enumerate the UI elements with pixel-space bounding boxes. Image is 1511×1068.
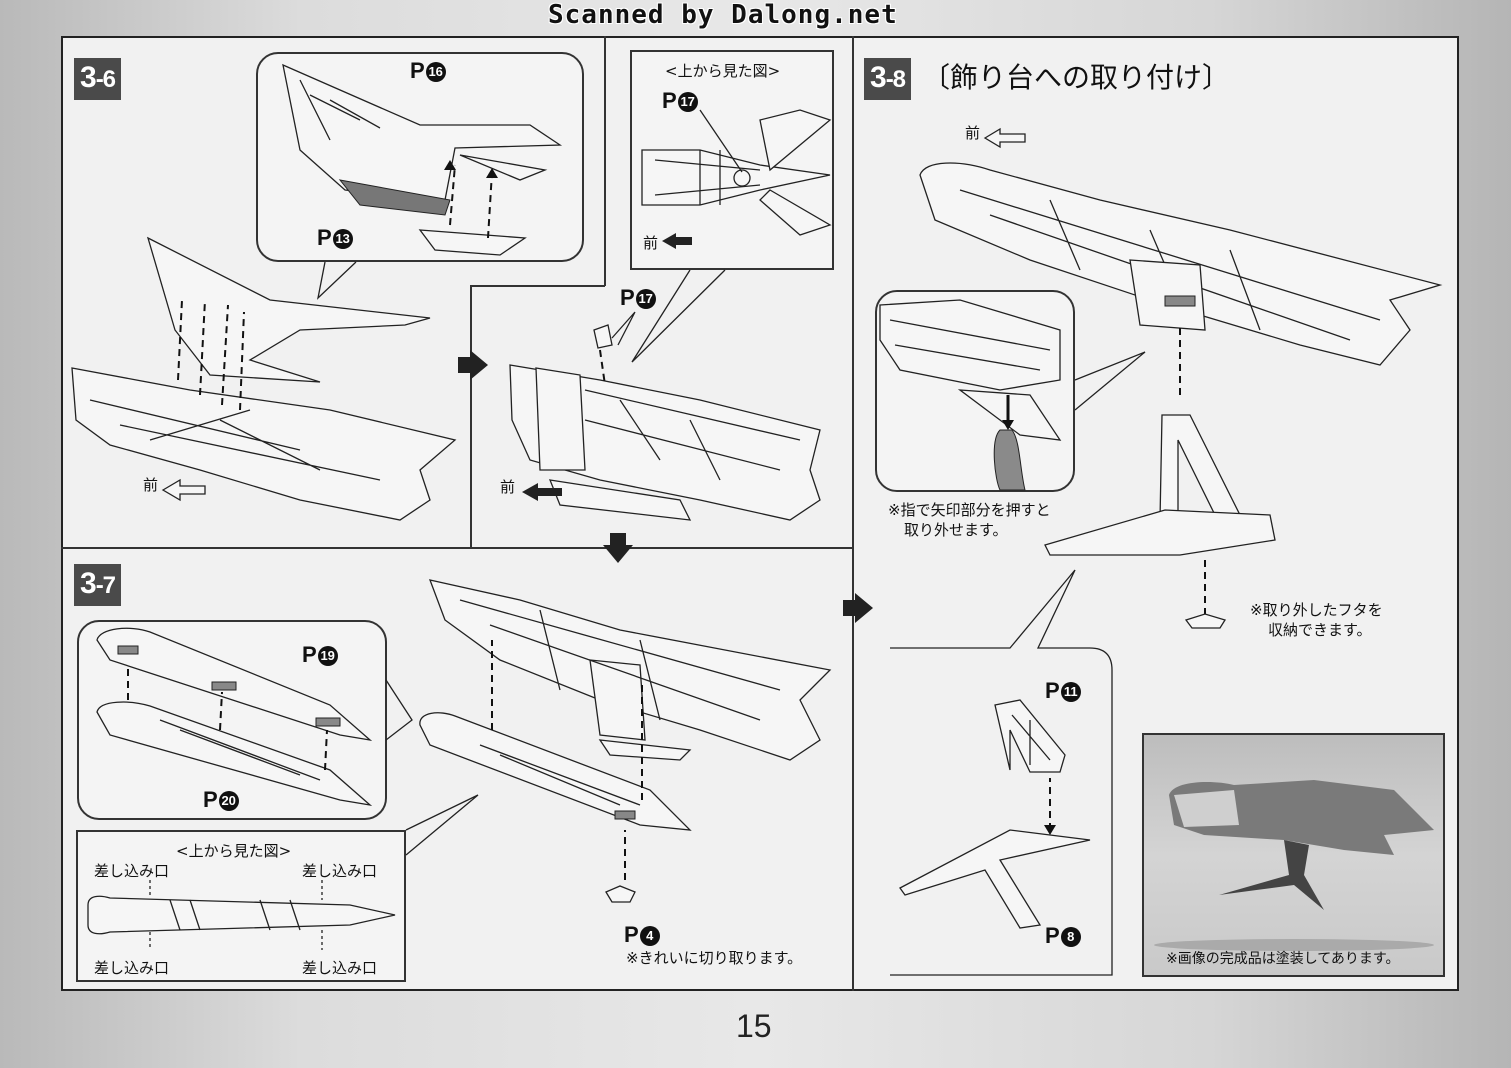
- front-arrow-3-6b: [522, 483, 562, 501]
- step-3-8-ship-drawing: [919, 162, 1443, 629]
- front-arrow-3-6-topview: [662, 233, 692, 249]
- step-badge-number: 3: [80, 567, 97, 600]
- divider-vertical-main: [852, 36, 854, 991]
- model-photo-silhouette: [1154, 780, 1434, 951]
- next-step-arrow-3: [843, 593, 873, 623]
- remove-note: ※指で矢印部分を押すと 取り外せます。: [888, 500, 1051, 540]
- step-3-8-badge: 3-8: [864, 58, 912, 100]
- divider-step36-inner: [470, 285, 472, 548]
- photo-caption: ※画像の完成品は塗装してあります。: [1166, 951, 1400, 967]
- bubble-tail-topview: [631, 269, 726, 363]
- stand-parts-bubble: [890, 569, 1113, 976]
- part-prefix: P: [1045, 678, 1060, 703]
- part-number-badge: 11: [1060, 682, 1081, 703]
- part-number-badge: 19: [317, 646, 338, 667]
- part-number-badge: 8: [1060, 927, 1081, 948]
- part-prefix: P: [624, 922, 639, 947]
- step-badge-sub: -8: [885, 66, 906, 93]
- divider-step36-inner-v2: [604, 36, 606, 286]
- slot-label-top-left: 差し込み口: [94, 862, 170, 880]
- part-number-badge: 13: [332, 229, 353, 250]
- step-3-8-title: 〔飾り台への取り付け〕: [922, 61, 1231, 94]
- step-3-7-badge: 3-7: [74, 564, 122, 606]
- front-label-3-6a: 前: [143, 476, 159, 494]
- part-prefix: P: [620, 285, 635, 310]
- part-number-badge: 16: [425, 62, 446, 83]
- front-label-3-8: 前: [965, 124, 981, 142]
- store-note-line1: ※取り外したフタを: [1250, 601, 1383, 619]
- front-label-3-6-topview: 前: [643, 234, 659, 252]
- page-number: 15: [736, 1008, 772, 1044]
- store-note: ※取り外したフタを 収納できます。: [1250, 600, 1383, 640]
- slot-label-bottom-right: 差し込み口: [302, 959, 378, 977]
- front-label-3-6b: 前: [500, 478, 516, 496]
- next-step-arrow-2: [603, 533, 633, 563]
- part-number-badge: 4: [639, 926, 660, 947]
- bubble-tail-3-7: [385, 679, 413, 741]
- top-view-label-3-7: <上から見た図>: [176, 842, 292, 860]
- step-badge-sub: -6: [95, 66, 116, 93]
- divider-step36-inner-h: [470, 285, 605, 287]
- remove-note-line1: ※指で矢印部分を押すと: [888, 501, 1051, 519]
- part-prefix: P: [317, 225, 332, 250]
- step-3-6-ship-drawing: [71, 236, 457, 521]
- step-badge-sub: -7: [95, 572, 116, 599]
- step-badge-number: 3: [80, 61, 97, 94]
- remove-note-line2: 取り外せます。: [904, 521, 1008, 539]
- part-prefix: P: [203, 787, 218, 812]
- top-view-ship-3-6: [641, 109, 832, 236]
- part-prefix: P: [662, 88, 677, 113]
- part-number-badge: 17: [635, 289, 656, 310]
- detail-drawing-3-8: [879, 299, 1062, 491]
- part-prefix: P: [410, 58, 425, 83]
- slot-label-top-right: 差し込み口: [302, 862, 378, 880]
- part-prefix: P: [302, 642, 317, 667]
- front-arrow-3-6a: [161, 478, 206, 502]
- completed-model-photo: ※画像の完成品は塗装してあります。: [1142, 733, 1445, 977]
- part-number-badge: 20: [218, 791, 239, 812]
- bubble-tail-3-8-detail: [1074, 351, 1146, 411]
- step-3-6-assembled-ship: [509, 311, 821, 521]
- next-step-arrow-1: [458, 350, 488, 380]
- bubble-tail-3-6: [316, 261, 357, 300]
- cut-note: ※きれいに切り取ります。: [626, 949, 803, 967]
- stand-parts-drawing: [899, 699, 1091, 929]
- part-number-badge: 17: [677, 92, 698, 113]
- fin-part-drawing: [282, 63, 563, 256]
- missile-parts-drawing: [96, 627, 373, 807]
- part-prefix: P: [1045, 923, 1060, 948]
- slot-label-bottom-left: 差し込み口: [94, 959, 170, 977]
- store-note-line2: 収納できます。: [1268, 621, 1372, 639]
- front-arrow-3-8: [983, 127, 1026, 149]
- top-view-label-3-6: <上から見た図>: [665, 62, 781, 80]
- step-badge-number: 3: [870, 61, 887, 94]
- step-3-6-badge: 3-6: [74, 58, 122, 100]
- scanner-credit: Scanned by Dalong.net: [548, 0, 898, 30]
- top-view-missile-3-7: [87, 880, 396, 950]
- bubble-tail-topview-3-7: [405, 794, 479, 856]
- divider-horizontal-left: [61, 547, 853, 549]
- step-3-7-ship-drawing: [419, 579, 832, 903]
